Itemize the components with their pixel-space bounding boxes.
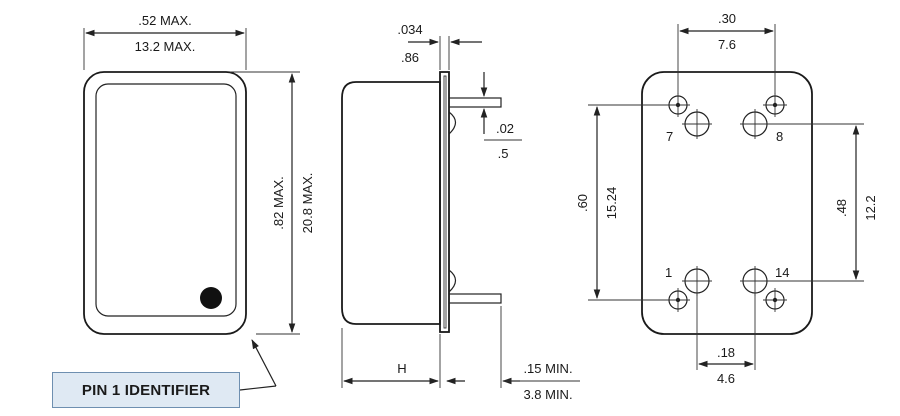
body-height-label: H bbox=[397, 361, 406, 376]
vertical-spacing-mm-label: 15.24 bbox=[604, 187, 619, 220]
front-body-outline bbox=[83, 71, 247, 335]
top-spacing-mm-label: 7.6 bbox=[718, 37, 736, 52]
pin1-identifier-callout: PIN 1 IDENTIFIER bbox=[52, 372, 240, 408]
side-pin-bottom bbox=[448, 293, 502, 304]
flange-in-label: .034 bbox=[397, 22, 422, 37]
pin-view: 7 8 1 14 .30 7.6 .60 15.24 .48 12.2 .18 … bbox=[575, 11, 878, 386]
pin-1-circle bbox=[682, 266, 712, 296]
height-mm-label: 20.8 MAX. bbox=[300, 173, 315, 234]
side-body-outline bbox=[341, 81, 441, 325]
pin-len-in-label: .15 MIN. bbox=[523, 361, 572, 376]
pin-dia-mm-label: .5 bbox=[498, 146, 509, 161]
pin-len-mm-label: 3.8 MIN. bbox=[523, 387, 572, 402]
width-in-label: .52 MAX. bbox=[138, 13, 191, 28]
pin-8-label: 8 bbox=[776, 129, 783, 144]
bottom-spacing-mm-label: 4.6 bbox=[717, 371, 735, 386]
pin-7-label: 7 bbox=[666, 129, 673, 144]
mount-hole-bottom-right bbox=[763, 288, 787, 312]
mount-hole-top-left bbox=[666, 93, 690, 117]
front-body-inner bbox=[95, 83, 237, 317]
flange-mm-label: .86 bbox=[401, 50, 419, 65]
pin1-leader-line bbox=[251, 339, 277, 387]
vertical-spacing-in-label: .60 bbox=[575, 194, 590, 212]
pin-view-outline bbox=[641, 71, 813, 335]
pin1-identifier-dot bbox=[200, 287, 222, 309]
side-flange bbox=[439, 71, 450, 333]
top-spacing-in-label: .30 bbox=[718, 11, 736, 26]
pin-14-circle bbox=[740, 266, 770, 296]
right-spacing-mm-label: 12.2 bbox=[863, 195, 878, 220]
pin-1-label: 1 bbox=[665, 265, 672, 280]
side-pin-top bbox=[448, 97, 502, 108]
side-view: .034 .86 .02 .5 H .15 MIN. 3.8 MIN. bbox=[341, 22, 580, 402]
mount-hole-top-right bbox=[763, 93, 787, 117]
front-view: .52 MAX. 13.2 MAX. .82 MAX. 20.8 MAX. bbox=[83, 13, 315, 391]
mount-hole-bottom-left bbox=[666, 288, 690, 312]
bottom-spacing-in-label: .18 bbox=[717, 345, 735, 360]
height-in-label: .82 MAX. bbox=[271, 176, 286, 229]
pin-14-label: 14 bbox=[775, 265, 789, 280]
pin1-identifier-text: PIN 1 IDENTIFIER bbox=[81, 381, 211, 399]
pin-7-circle bbox=[682, 109, 712, 139]
pin-dia-in-label: .02 bbox=[496, 121, 514, 136]
width-mm-label: 13.2 MAX. bbox=[135, 39, 196, 54]
right-spacing-in-label: .48 bbox=[834, 199, 849, 217]
pin-8-circle bbox=[740, 109, 770, 139]
side-flange-inner bbox=[443, 75, 447, 329]
